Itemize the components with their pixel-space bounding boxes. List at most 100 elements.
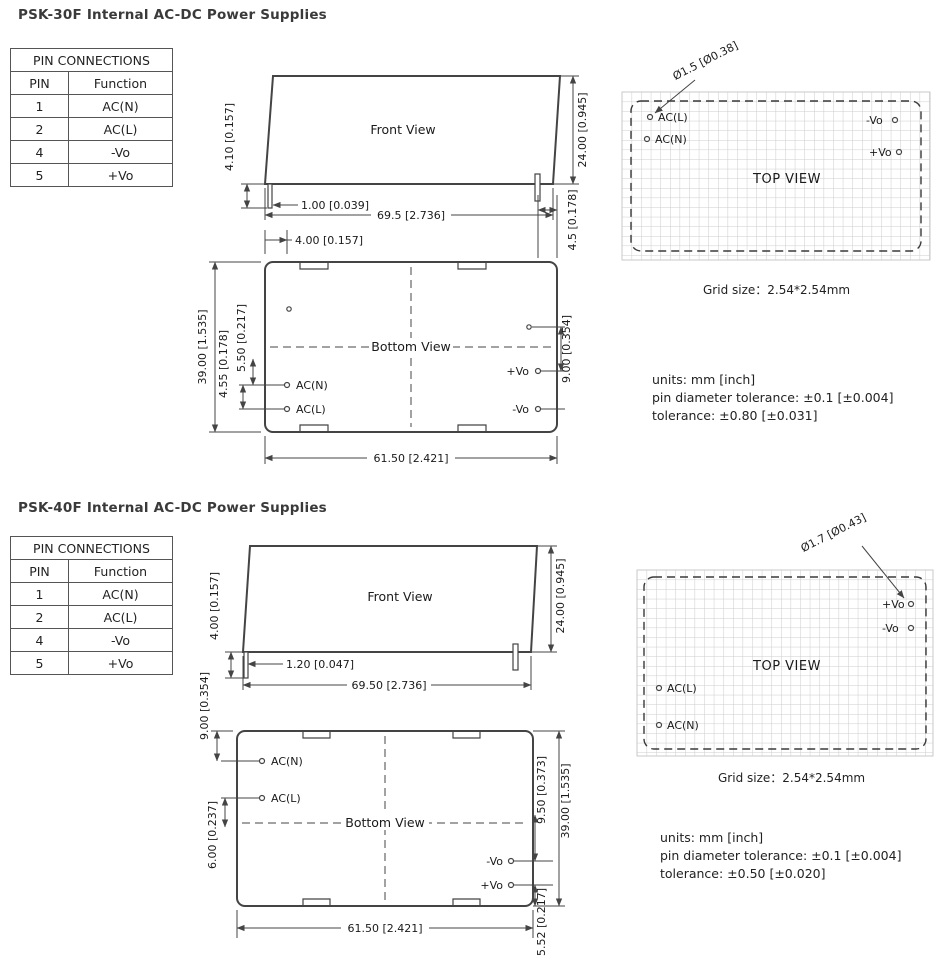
pin-diameter-callout: Ø1.5 [Ø0.38] bbox=[671, 39, 741, 83]
pin-function: +Vo bbox=[68, 163, 173, 187]
table-row: 4 -Vo bbox=[10, 140, 173, 164]
pin-number: 1 bbox=[10, 94, 69, 118]
grid bbox=[621, 91, 931, 261]
dim-pin-col-offset: 4.00 [0.157] bbox=[295, 234, 363, 247]
dim-body-height: 24.00 [0.945] bbox=[576, 92, 589, 167]
dim-body-width: 69.5 [2.736] bbox=[377, 209, 445, 222]
table-row: 2 AC(L) bbox=[10, 605, 173, 629]
pin-acn-label: AC(N) bbox=[271, 755, 303, 768]
note-units: units: mm [inch] bbox=[660, 830, 764, 845]
pin-function: +Vo bbox=[68, 651, 173, 675]
pin-number: 4 bbox=[10, 628, 69, 652]
psk40-grid-size-note: Grid size：2.54*2.54mm bbox=[718, 771, 866, 785]
psk40-bottom-view-drawing: Bottom View AC(N) AC(L) -Vo +Vo 9.00 [0.… bbox=[198, 672, 572, 956]
dim-body-width: 61.50 [2.421] bbox=[347, 922, 422, 935]
dim-body-width: 69.50 [2.736] bbox=[351, 679, 426, 692]
pin-number: 2 bbox=[10, 117, 69, 141]
psk40-front-view-drawing: Front View 4.00 [0.157] 24.00 [0.945] 1.… bbox=[208, 545, 567, 692]
pin-acl-label: AC(L) bbox=[271, 792, 301, 805]
right-pin bbox=[512, 643, 519, 671]
pin-nvo bbox=[534, 405, 542, 413]
pin-nvo-label: -Vo bbox=[486, 855, 503, 868]
pin-diameter-callout: Ø1.7 [Ø0.43] bbox=[799, 511, 869, 555]
pin-function: AC(N) bbox=[68, 582, 173, 606]
psk30-pin-connections-table: PIN CONNECTIONS PIN Function 1 AC(N) 2 A… bbox=[10, 48, 173, 187]
pin-function: AC(N) bbox=[68, 94, 173, 118]
dim-overall-height: 39.00 [1.535] bbox=[559, 763, 572, 838]
pin-number: 2 bbox=[10, 605, 69, 629]
psk30-top-view-drawing: Ø1.5 [Ø0.38] AC(L) AC(N) -Vo +Vo TOP VIE… bbox=[621, 39, 931, 261]
pin-nvo bbox=[907, 624, 915, 632]
pin-column-header: PIN bbox=[10, 71, 69, 95]
dim-overall-height-lines bbox=[209, 261, 261, 433]
table-row: 1 AC(N) bbox=[10, 582, 173, 606]
table-row: 4 -Vo bbox=[10, 628, 173, 652]
dim-pin-edge-offset: 5.52 [0.217] bbox=[535, 888, 548, 956]
pin-function: AC(L) bbox=[68, 117, 173, 141]
table-row: 5 +Vo bbox=[10, 163, 173, 187]
pin-acn-label: AC(N) bbox=[655, 133, 687, 146]
front-view-label: Front View bbox=[367, 589, 432, 604]
dim-pin-row-offset-lines bbox=[211, 730, 233, 762]
bottom-view-label: Bottom View bbox=[371, 339, 451, 354]
pin-table-title: PIN CONNECTIONS bbox=[10, 536, 173, 560]
function-column-header: Function bbox=[68, 559, 173, 583]
dim-overall-height: 39.00 [1.535] bbox=[196, 309, 209, 384]
module-outline bbox=[643, 576, 927, 750]
pin-pvo bbox=[895, 148, 903, 156]
left-pin bbox=[267, 183, 273, 209]
psk40-notes: units: mm [inch] pin diameter tolerance:… bbox=[660, 829, 901, 883]
pin-hole bbox=[286, 306, 292, 312]
dim-pin-inset: 1.00 [0.039] bbox=[301, 199, 369, 212]
pin-acl-label: AC(L) bbox=[667, 682, 697, 695]
pin-pvo bbox=[507, 881, 515, 889]
dim-body-width: 61.50 [2.421] bbox=[373, 452, 448, 465]
table-header-row: PIN Function bbox=[10, 559, 173, 583]
dim-pin-gap-b: 5.50 [0.217] bbox=[235, 304, 248, 372]
pin-column-header: PIN bbox=[10, 559, 69, 583]
top-view-label: TOP VIEW bbox=[752, 172, 821, 187]
dim-body-height-lines bbox=[553, 75, 579, 185]
pin-nvo-label: -Vo bbox=[882, 622, 899, 635]
pin-nvo bbox=[891, 116, 899, 124]
note-pin-tolerance: pin diameter tolerance: ±0.1 [±0.004] bbox=[652, 390, 894, 405]
pin-number: 5 bbox=[10, 163, 69, 187]
note-tolerance: tolerance: ±0.50 [±0.020] bbox=[660, 866, 826, 881]
psk40-section-title: PSK-40F Internal AC-DC Power Supplies bbox=[18, 500, 327, 516]
grid bbox=[636, 569, 934, 757]
front-view-label: Front View bbox=[370, 122, 435, 137]
pin-function: -Vo bbox=[68, 140, 173, 164]
pin-acl-label: AC(L) bbox=[296, 403, 326, 416]
psk30-bottom-view-drawing: Bottom View 4.00 [0.157] AC(N) AC(L) +Vo… bbox=[196, 230, 573, 465]
table-caption-row: PIN CONNECTIONS bbox=[10, 536, 173, 560]
mounting-notches bbox=[302, 731, 481, 906]
pin-number: 5 bbox=[10, 651, 69, 675]
pin-acn-label: AC(N) bbox=[296, 379, 328, 392]
psk30-notes: units: mm [inch] pin diameter tolerance:… bbox=[652, 371, 893, 425]
front-view-body bbox=[263, 75, 562, 209]
pin-acl bbox=[646, 113, 654, 121]
function-column-header: Function bbox=[68, 71, 173, 95]
dim-pin-length: 4.00 [0.157] bbox=[208, 572, 221, 640]
pin-pvo-label: +Vo bbox=[882, 598, 905, 611]
bottom-view-label: Bottom View bbox=[345, 815, 425, 830]
pin-acn bbox=[258, 757, 266, 765]
table-caption-row: PIN CONNECTIONS bbox=[10, 48, 173, 72]
pin-callout-leader bbox=[654, 79, 696, 114]
table-row: 2 AC(L) bbox=[10, 117, 173, 141]
top-view-label: TOP VIEW bbox=[752, 659, 821, 674]
dim-body-height: 24.00 [0.945] bbox=[554, 558, 567, 633]
pin-nvo-label: -Vo bbox=[866, 114, 883, 127]
note-pin-tolerance: pin diameter tolerance: ±0.1 [±0.004] bbox=[660, 848, 902, 863]
psk30-front-view-drawing: Front View 4.10 [0.157] 24.00 [0.945] 1.… bbox=[223, 75, 589, 251]
dim-pin-gap-left: 6.00 [0.237] bbox=[206, 801, 219, 869]
table-header-row: PIN Function bbox=[10, 71, 173, 95]
pins bbox=[258, 757, 515, 889]
pin-pvo bbox=[534, 367, 542, 375]
pin-pvo bbox=[907, 600, 915, 608]
dim-pin-gap-right: 9.00 [0.354] bbox=[560, 315, 573, 383]
pin-acn bbox=[655, 721, 663, 729]
pin-acl bbox=[258, 794, 266, 802]
mounting-notches bbox=[299, 262, 487, 432]
psk40-pin-connections-table: PIN CONNECTIONS PIN Function 1 AC(N) 2 A… bbox=[10, 536, 173, 675]
